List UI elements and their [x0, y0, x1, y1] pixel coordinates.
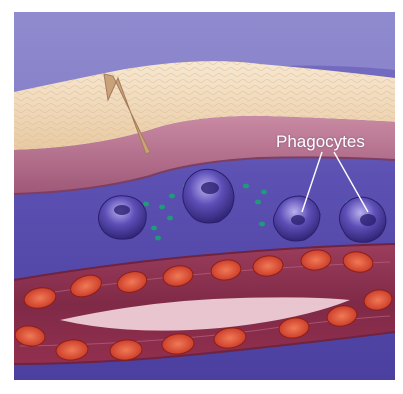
phagocyte-cell-icon [183, 169, 234, 223]
phagocytes-label: Phagocytes [276, 132, 365, 152]
phagocyte-cell-icon [98, 196, 146, 239]
